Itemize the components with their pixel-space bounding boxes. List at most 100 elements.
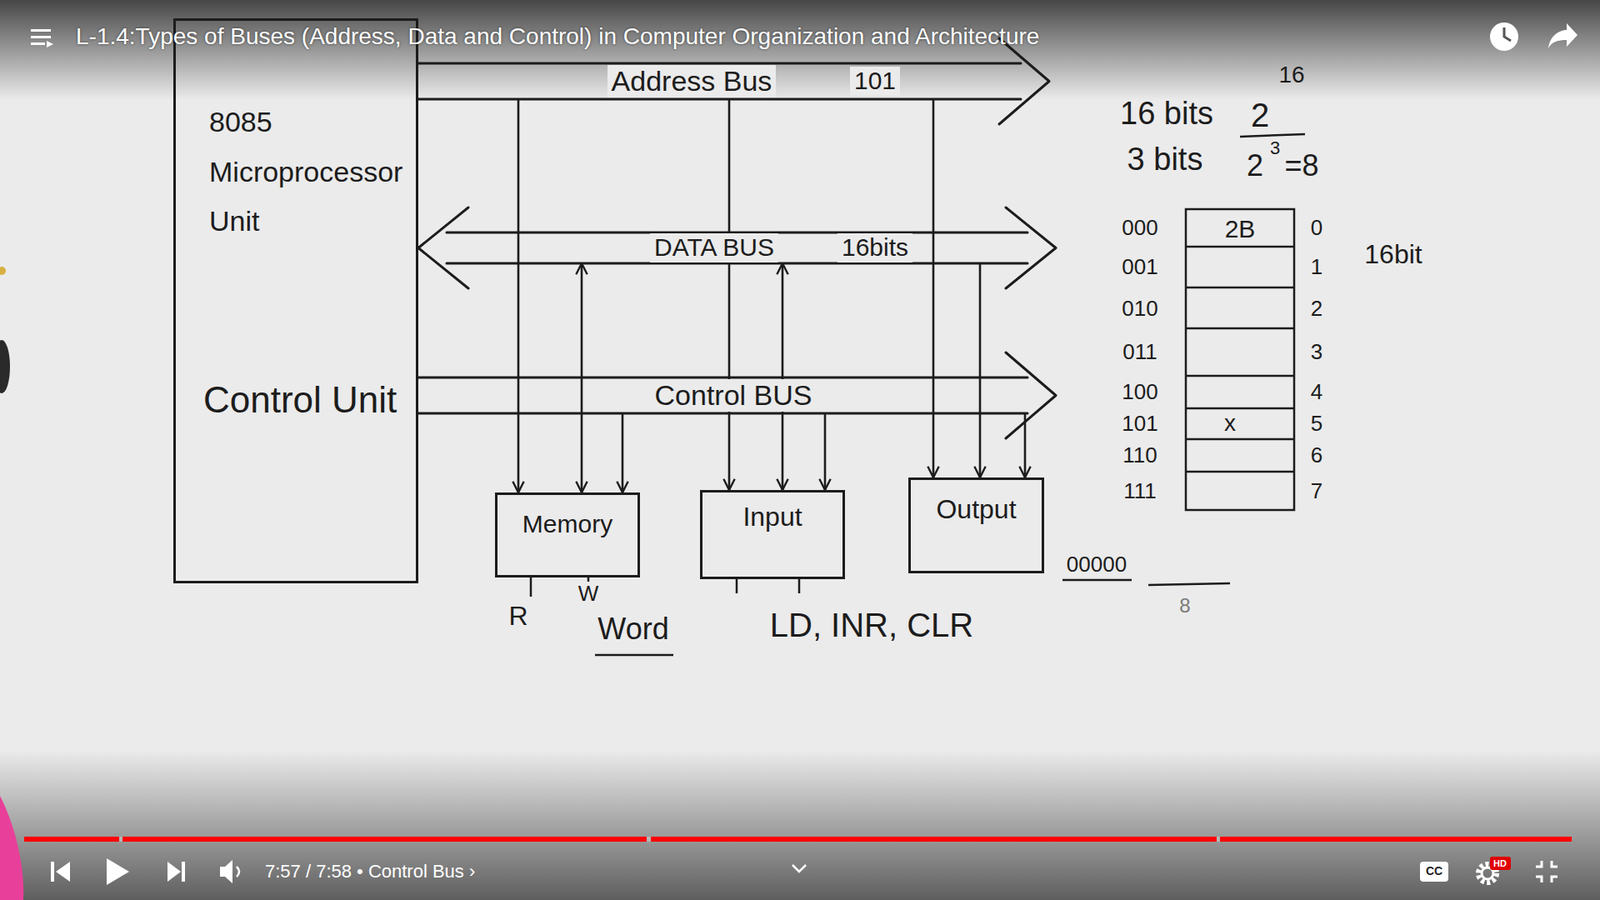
underline: [595, 654, 674, 657]
memory-table: [1185, 209, 1295, 510]
player-icon: [30, 29, 51, 32]
player-time: 7:57 / 7:58 • Control Bus ›: [265, 861, 475, 882]
player-icon: [167, 861, 181, 882]
address-code: 111: [1123, 479, 1157, 504]
note-text: 8: [1179, 595, 1190, 617]
bus-band: Control BUS: [418, 377, 1056, 414]
presenter-edge: [0, 266, 24, 900]
bus-width: 16bits: [837, 233, 913, 263]
player-icon: [106, 858, 130, 885]
bus-outline: [418, 207, 469, 289]
video-title: L-1.4:Types of Buses (Address, Data and …: [75, 23, 1040, 50]
cell-value: x: [1224, 410, 1236, 437]
cell-index: 1: [1310, 255, 1323, 280]
presenter-edge: [0, 795, 24, 900]
address-code: 000: [1121, 215, 1158, 240]
player-icon: [1548, 23, 1578, 49]
bus-name: Control BUS: [650, 379, 817, 412]
word-size: 16bit: [1364, 240, 1422, 270]
hd-badge: HD: [1493, 858, 1507, 869]
address-code: 101: [1121, 411, 1158, 436]
formula-exponent: 3: [1270, 138, 1280, 159]
player-icon: [1535, 860, 1558, 883]
bus-band: Address Bus 101: [418, 63, 1050, 100]
note-text: 3 bits: [1127, 142, 1204, 178]
player-icon: [181, 861, 185, 882]
underline: [1240, 134, 1305, 137]
player-icon: [55, 861, 70, 882]
unit-name: Control Unit: [203, 379, 397, 422]
underline: [1062, 579, 1132, 582]
bus-line: [517, 99, 520, 493]
caption-button: CC: [1425, 865, 1443, 878]
cell-index: 5: [1310, 411, 1323, 436]
note-text: Word: [597, 612, 669, 646]
bus-line: [728, 99, 731, 490]
memory-table: [1185, 438, 1295, 441]
cell-index: 2: [1310, 296, 1323, 321]
device-box: Memory: [495, 492, 640, 578]
presenter-edge: [0, 266, 6, 275]
device-name: Memory: [522, 510, 613, 540]
cell-index: 0: [1310, 215, 1323, 240]
formula-base: 2: [1246, 149, 1264, 183]
signal-tick: [530, 577, 800, 597]
formula-exponent: 16: [1278, 62, 1305, 89]
signal-name: R: [508, 601, 528, 631]
bus-line: [621, 413, 625, 493]
player-icon: [220, 860, 233, 884]
bus-outline: [1005, 352, 1056, 439]
memory-table: [1185, 286, 1295, 290]
bus-line: [932, 99, 935, 478]
cell-index: 6: [1310, 443, 1323, 468]
signal-tick: [530, 577, 533, 597]
cell-value: 2B: [1225, 215, 1256, 243]
bus-outline: [418, 98, 1021, 101]
bus-line: [824, 413, 827, 490]
underline: [595, 134, 1305, 655]
address-value: 101: [850, 66, 900, 96]
unit-name: 8085 Microprocessor Unit: [209, 97, 403, 247]
address-code: 100: [1121, 380, 1158, 405]
cell-index: 7: [1310, 479, 1323, 504]
address-code: 001: [1121, 255, 1158, 280]
player-icon: [30, 42, 45, 45]
address-code: 010: [1121, 296, 1158, 321]
underline: [1148, 583, 1230, 585]
presenter-edge: [0, 340, 10, 394]
signal-tick: [798, 579, 801, 594]
signal-name: W: [578, 581, 600, 606]
player-icon: [236, 866, 240, 877]
processor-box: 8085 Microprocessor UnitControl Unit: [173, 18, 419, 584]
player-icon: [1420, 861, 1449, 882]
progress-bar: [24, 836, 1572, 842]
device-box: Input: [700, 490, 845, 580]
note-text: 16 bits: [1120, 96, 1214, 132]
device-box: Output: [908, 477, 1045, 574]
player-icon: [50, 861, 55, 882]
device-name: Output: [935, 494, 1016, 525]
progress-bar: [1220, 836, 1572, 842]
bus-outline: [1005, 207, 1056, 289]
player-icon: [1490, 22, 1519, 51]
bus-outline: [418, 412, 1028, 415]
signal-name: LD, INR, CLR: [770, 606, 975, 644]
progress-bar: [24, 836, 120, 842]
player-icon: [1504, 27, 1511, 41]
binary-number: 00000: [1066, 552, 1127, 577]
progress-bar: [122, 836, 647, 842]
address-code: 011: [1122, 340, 1157, 365]
bus-name: Address Bus: [607, 65, 777, 98]
bus-name: DATA BUS: [650, 233, 779, 263]
memory-table: [1185, 375, 1295, 378]
memory-table: [1185, 327, 1295, 330]
player-icon: [30, 22, 1578, 885]
address-code: 110: [1122, 443, 1157, 468]
progress-bar: [24, 836, 1572, 842]
bus-band: DATA BUS 16bits: [418, 232, 1056, 264]
formula-result: =8: [1284, 149, 1319, 183]
bus-outline: [446, 262, 1028, 265]
